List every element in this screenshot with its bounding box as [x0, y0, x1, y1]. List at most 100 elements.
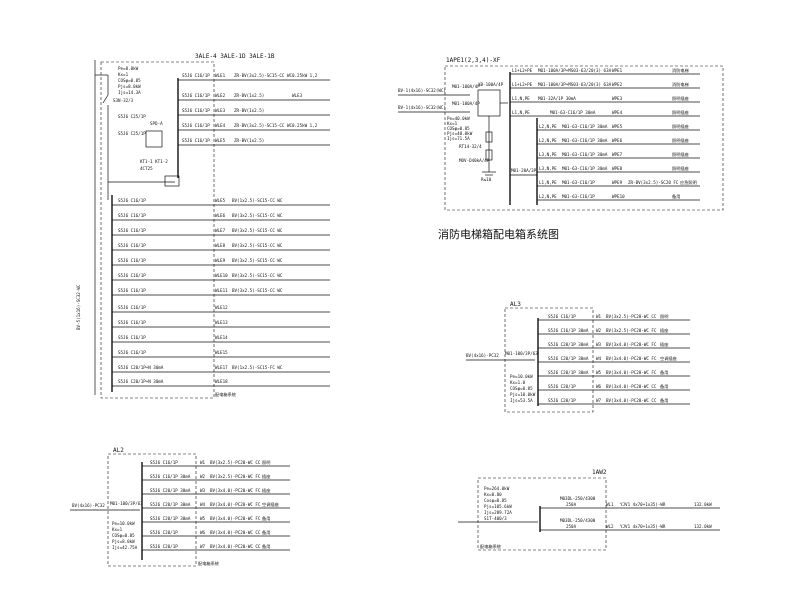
fire-param: Ijs=71.5A	[447, 136, 470, 141]
svg-text:WLE9: WLE9	[215, 258, 226, 263]
svg-text:WLE3: WLE3	[292, 93, 303, 98]
fire-gnd: R≤10	[481, 177, 492, 182]
al3-param: COSφ=0.85	[510, 386, 533, 391]
svg-text:S5J6 C16/1P: S5J6 C16/1P	[118, 243, 146, 248]
svg-text:照明插座: 照明插座	[672, 137, 689, 144]
svg-text:S5J6 C16/1P: S5J6 C16/1P	[150, 460, 178, 465]
svg-text:空调插座: 空调插座	[660, 355, 677, 362]
svg-text:L1,N,PE: L1,N,PE	[512, 96, 530, 101]
svg-text:S5J6 C16/1P: S5J6 C16/1P	[118, 198, 146, 203]
svg-text:WPE5: WPE5	[612, 124, 623, 129]
svg-text:WL1: WL1	[606, 502, 614, 507]
main-param: Kx=1	[118, 72, 129, 77]
svg-text:S5J6 C16/1P: S5J6 C16/1P	[182, 93, 210, 98]
svg-text:WLE4: WLE4	[215, 123, 226, 128]
svg-text:BV(3x4.0)-PC20-WC CC: BV(3x4.0)-PC20-WC CC	[606, 398, 657, 403]
svg-text:W1: W1	[200, 460, 206, 465]
svg-text:M01-32A/1P 30mA: M01-32A/1P 30mA	[538, 96, 576, 101]
svg-text:WPE10: WPE10	[612, 194, 625, 199]
svg-text:ZR-BV(1x2.5): ZR-BV(1x2.5)	[234, 138, 264, 143]
svg-text:M01-100A/3P+MS03-63/20(3) 63A: M01-100A/3P+MS03-63/20(3) 63A	[538, 82, 612, 87]
svg-text:L3,N,PE: L3,N,PE	[539, 152, 557, 157]
al3-param: Pe=10.0kW	[510, 374, 533, 379]
svg-text:L2,N,PE: L2,N,PE	[539, 138, 557, 143]
svg-text:S5J6 C20/1P: S5J6 C20/1P	[548, 398, 576, 403]
svg-text:L2,N,PE: L2,N,PE	[539, 194, 557, 199]
svg-text:M01-63-C16/1P 30mA: M01-63-C16/1P 30mA	[562, 138, 608, 143]
svg-text:S5J6 C20/1P 30mA: S5J6 C20/1P 30mA	[548, 370, 589, 375]
svg-text:M01-63-C16/1P: M01-63-C16/1P	[562, 180, 595, 185]
al2-input: BV(4x16)-PC32	[72, 503, 105, 508]
svg-text:照明插座: 照明插座	[672, 95, 689, 102]
svg-text:WLE15: WLE15	[215, 350, 228, 355]
svg-text:WLE8: WLE8	[215, 243, 226, 248]
svg-text:照明插座: 照明插座	[672, 109, 689, 116]
svg-text:0.25kW 1,2: 0.25kW 1,2	[292, 123, 318, 128]
main-param: Pe=8.0kW	[118, 66, 139, 71]
svg-text:S5J6 C20/1P 30mA: S5J6 C20/1P 30mA	[150, 516, 191, 521]
svg-text:WLE11: WLE11	[215, 288, 228, 293]
main-panel-border	[100, 61, 215, 399]
al2-panel: AL2 BV(4x16)-PC32 M01-100/3P/63 Pe=10.0k…	[70, 447, 290, 567]
main-param: COSφ=0.85	[118, 78, 141, 83]
svg-text:BV(1x2.5)-SC15-FC WC: BV(1x2.5)-SC15-FC WC	[232, 365, 283, 370]
svg-text:WL2: WL2	[606, 524, 614, 529]
branch-row: S5J6 C16/1P WLE3 ZR-BV(1x2.5)	[178, 108, 330, 116]
fire-meter: RT14-32/4	[459, 144, 482, 149]
svg-text:S5J6 C16/1P: S5J6 C16/1P	[118, 258, 146, 263]
branch-row: S5J6 C16/1P WLE1 ZR-BV(3x2.5)-SC15-CC WC…	[178, 73, 330, 81]
svg-text:空调插座: 空调插座	[262, 501, 279, 508]
al2-param: Kx=1	[112, 527, 123, 532]
svg-text:插座: 插座	[660, 341, 668, 348]
svg-text:备用: 备用	[660, 383, 668, 390]
fire-input-bot: BV-1(4x16)-SC32(WC)	[398, 105, 446, 110]
svg-text:M01-63-C16/1P 30mA: M01-63-C16/1P 30mA	[550, 110, 596, 115]
svg-text:L3,N,PE: L3,N,PE	[539, 166, 557, 171]
svg-text:BV(3x2.5)-SC15-CC WC: BV(3x2.5)-SC15-CC WC	[232, 228, 283, 233]
svg-text:WPE7: WPE7	[612, 152, 623, 157]
svg-text:S5J6 C16/1P 30mA: S5J6 C16/1P 30mA	[548, 328, 589, 333]
svg-text:BV(3x2.5)-SC15-CC WC: BV(3x2.5)-SC15-CC WC	[232, 273, 283, 278]
svg-text:备用: 备用	[262, 515, 270, 522]
svg-text:BV(3x2.5)-PC20-WC CC: BV(3x2.5)-PC20-WC CC	[210, 460, 261, 465]
svg-text:250A: 250A	[566, 524, 577, 529]
svg-text:S5J6 C16/1P: S5J6 C16/1P	[182, 123, 210, 128]
al3-main-sw: M01-100/3P/63	[505, 351, 538, 356]
svg-text:BV(3x2.5)-PC20-WC FC: BV(3x2.5)-PC20-WC FC	[210, 474, 261, 479]
fire-rows: L1+L2+PE M01-100A/3P+MS03-63/20(3) 63A WPE…	[510, 67, 700, 201]
svg-text:备用: 备用	[660, 369, 668, 376]
al2-param: Pe=10.0kW	[112, 521, 135, 526]
svg-text:WLE5: WLE5	[215, 198, 226, 203]
svg-text:L1,N,PE: L1,N,PE	[512, 110, 530, 115]
svg-text:W2: W2	[596, 328, 602, 333]
svg-text:消防电梯: 消防电梯	[672, 67, 689, 74]
al2-param: COSφ=0.85	[112, 533, 135, 538]
fire-param: Pe=40.0kW	[447, 116, 470, 121]
svg-text:W3: W3	[596, 342, 602, 347]
svg-text:ZR-BV(3x2.5)-SC20 FC: ZR-BV(3x2.5)-SC20 FC	[628, 180, 679, 185]
ats-box	[477, 89, 501, 117]
svg-text:W6: W6	[596, 384, 602, 389]
svg-text:BV(3x2.5)-SC15-CC WC: BV(3x2.5)-SC15-CC WC	[232, 288, 283, 293]
svg-text:ZR-BV(1x2.5): ZR-BV(1x2.5)	[234, 108, 264, 113]
svg-text:L1+L2+PE: L1+L2+PE	[512, 68, 533, 73]
